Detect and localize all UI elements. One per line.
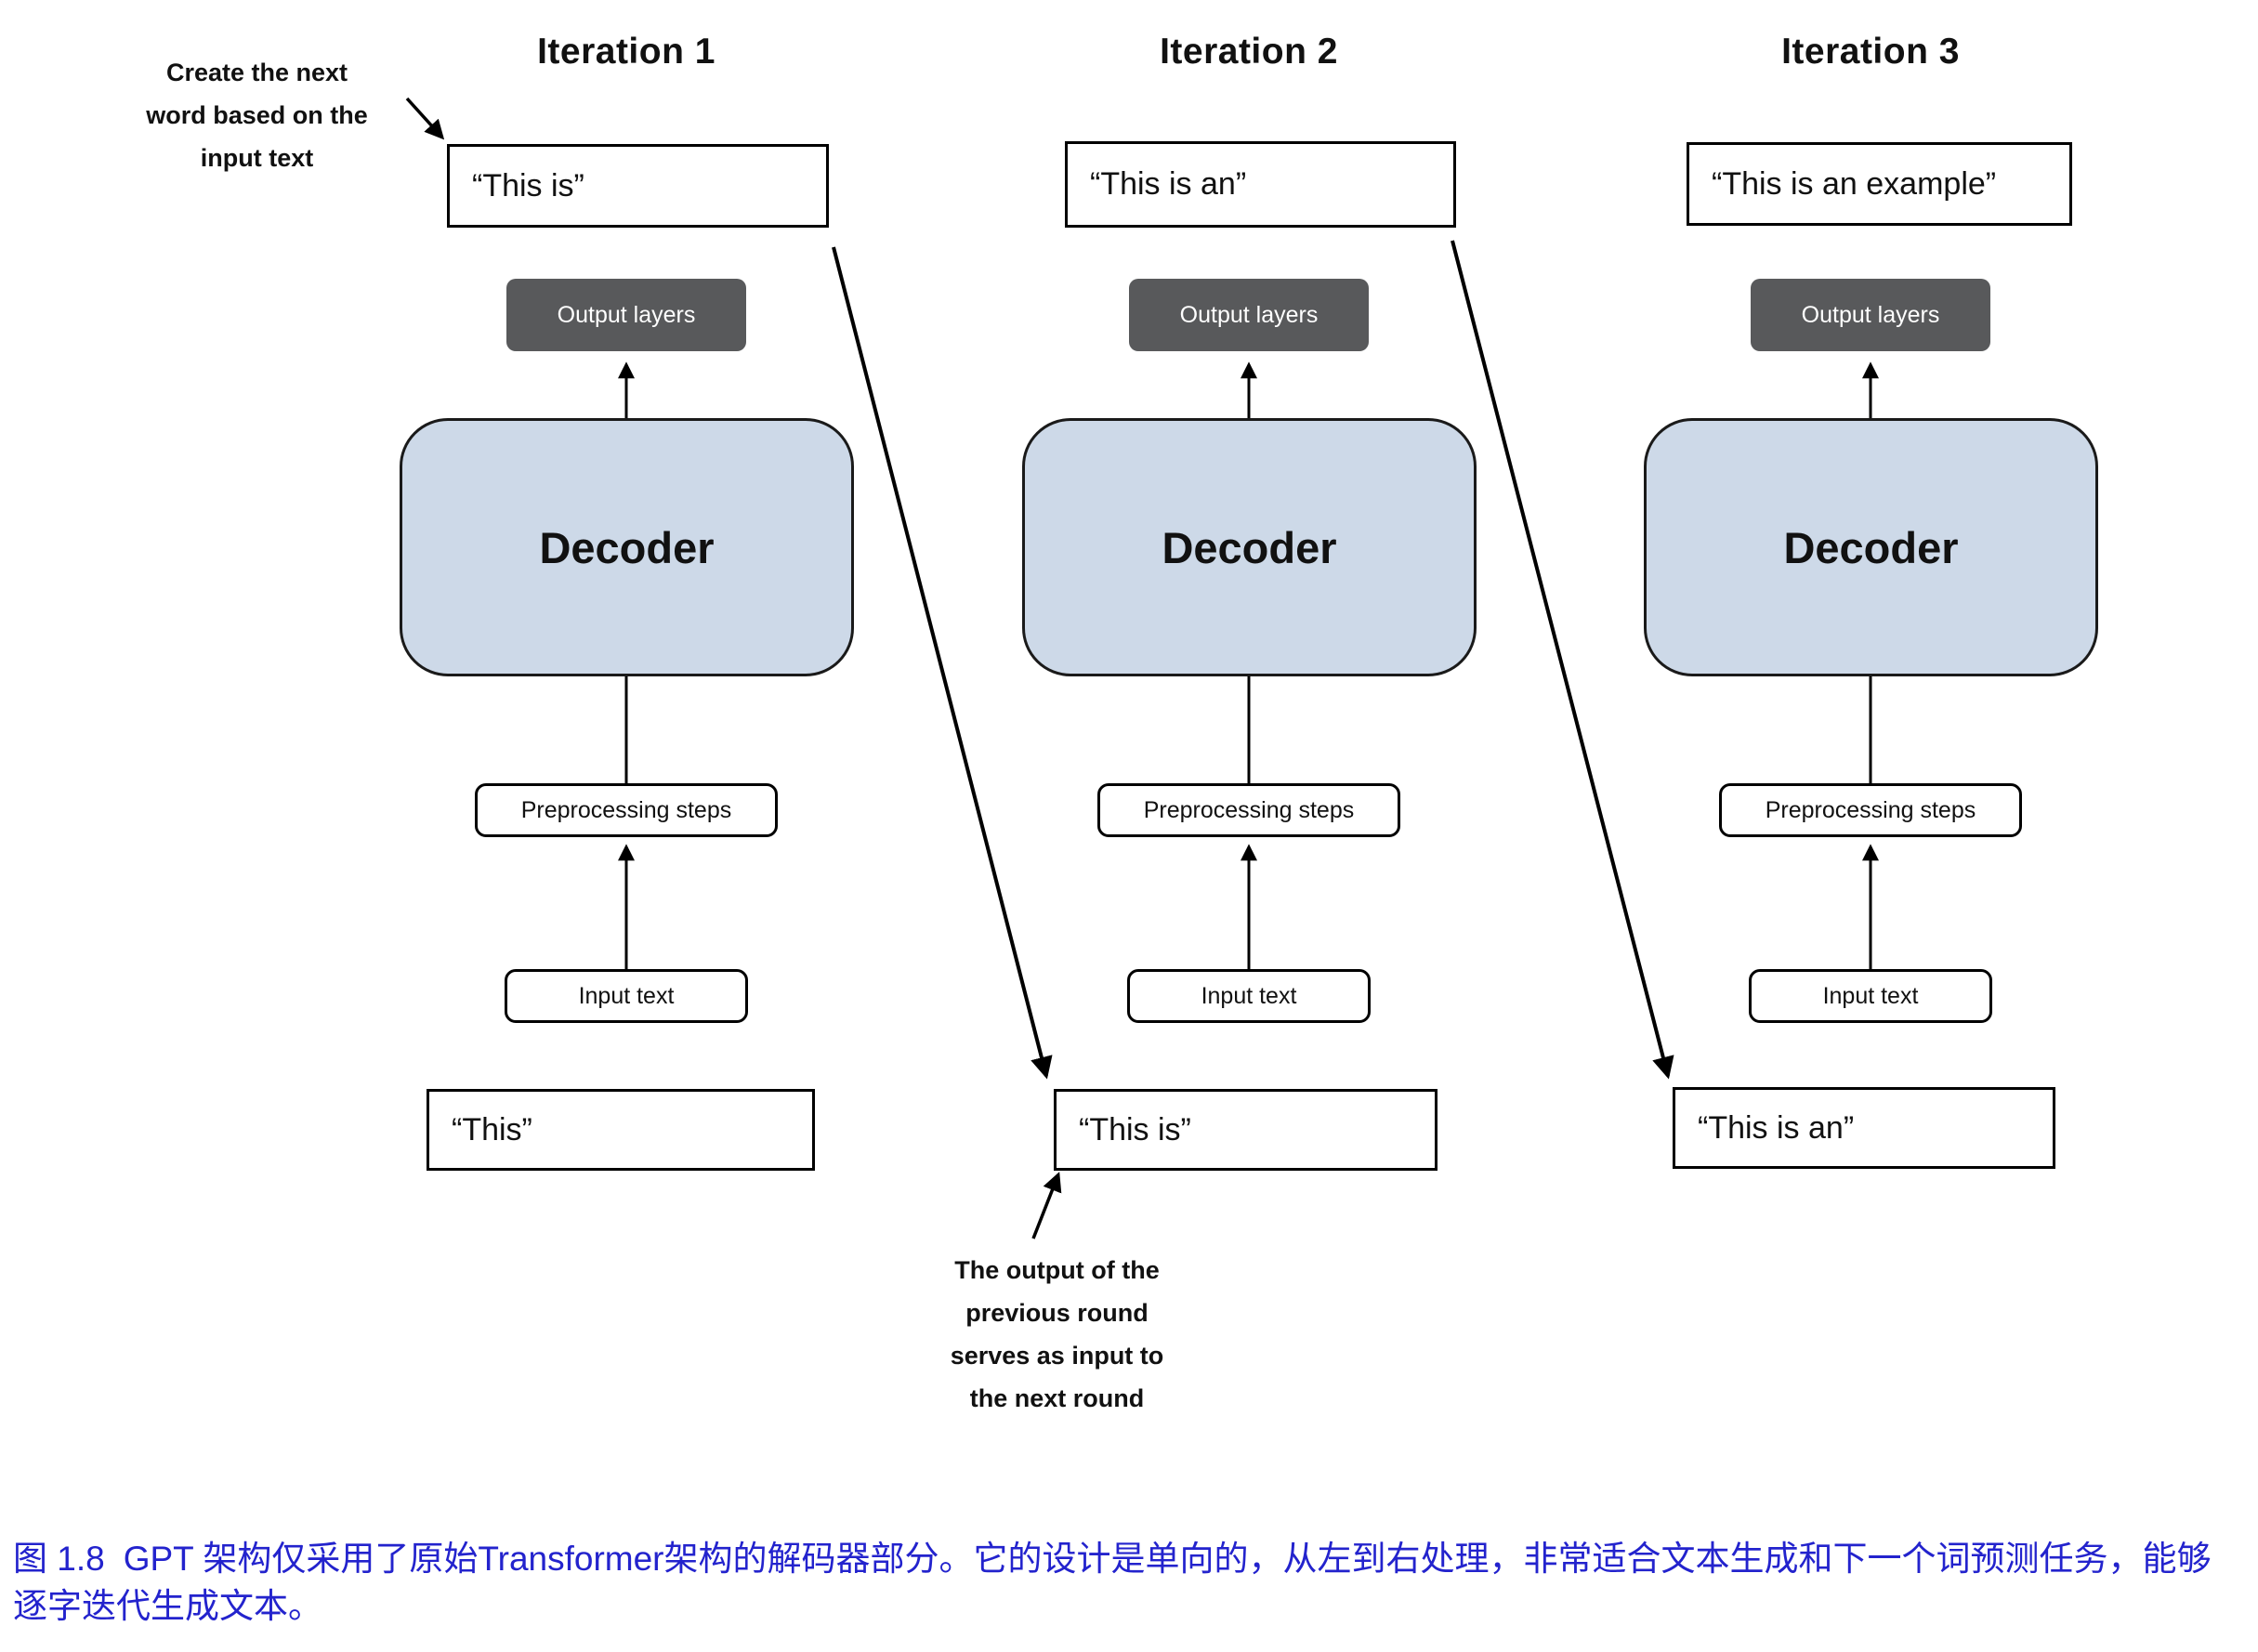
figure-caption-label: 图 1.8 bbox=[13, 1540, 105, 1578]
iteration-2-output-layers: Output layers bbox=[1129, 279, 1369, 351]
iteration-1-title: Iteration 1 bbox=[537, 32, 715, 72]
iteration-2-generated-text: “This is an” bbox=[1090, 166, 1247, 202]
iteration-1-decoder: Decoder bbox=[400, 418, 854, 676]
iteration-2-title: Iteration 2 bbox=[1160, 32, 1338, 72]
input-text-label: Input text bbox=[1822, 982, 1919, 1009]
iteration-3-input-string: “This is an” bbox=[1698, 1109, 1855, 1146]
input-text-label: Input text bbox=[1201, 982, 1297, 1009]
iteration-3-title: Iteration 3 bbox=[1781, 32, 1960, 72]
preprocessing-label: Preprocessing steps bbox=[1143, 796, 1355, 823]
output-layers-label: Output layers bbox=[1179, 301, 1319, 328]
iteration-3-generated-text: “This is an example” bbox=[1712, 165, 1997, 202]
iteration-3-decoder: Decoder bbox=[1644, 418, 2098, 676]
iteration-3-input-string-box: “This is an” bbox=[1673, 1087, 2055, 1169]
output-layers-label: Output layers bbox=[557, 301, 696, 328]
iteration-2-input-string-box: “This is” bbox=[1054, 1089, 1438, 1171]
arrow-annotation-previous-round bbox=[1031, 1172, 1062, 1239]
iteration-2-input-string: “This is” bbox=[1079, 1111, 1191, 1147]
iteration-3-preprocessing-steps: Preprocessing steps bbox=[1719, 783, 2022, 837]
iteration-1-generated-text: “This is” bbox=[472, 167, 584, 203]
decoder-label: Decoder bbox=[1162, 522, 1337, 572]
iteration-3-output-layers: Output layers bbox=[1751, 279, 1990, 351]
iteration-3-generated-text-box: “This is an example” bbox=[1687, 142, 2072, 226]
arrow-annotation-create-next-word bbox=[405, 97, 445, 140]
iteration-2-preprocessing-steps: Preprocessing steps bbox=[1097, 783, 1400, 837]
iteration-1-generated-text-box: “This is” bbox=[447, 144, 829, 228]
arrow-output1-to-input2 bbox=[832, 246, 1053, 1080]
decoder-label: Decoder bbox=[1783, 522, 1959, 572]
iteration-2-decoder: Decoder bbox=[1022, 418, 1477, 676]
decoder-label: Decoder bbox=[539, 522, 715, 572]
output-layers-label: Output layers bbox=[1801, 301, 1940, 328]
iteration-1-output-layers: Output layers bbox=[506, 279, 746, 351]
input-text-label: Input text bbox=[578, 982, 675, 1009]
arrow-output2-to-input3 bbox=[1451, 240, 1674, 1080]
iteration-2-generated-text-box: “This is an” bbox=[1065, 141, 1456, 228]
iteration-1-input-string-box: “This” bbox=[427, 1089, 815, 1171]
iteration-1-input-text-box: Input text bbox=[505, 969, 748, 1023]
iteration-2-input-text-box: Input text bbox=[1127, 969, 1371, 1023]
annotation-create-next-word: Create the next word based on the input … bbox=[146, 59, 368, 172]
preprocessing-label: Preprocessing steps bbox=[520, 796, 732, 823]
iteration-1-input-string: “This” bbox=[452, 1111, 532, 1147]
iteration-3-input-text-box: Input text bbox=[1749, 969, 1992, 1023]
preprocessing-label: Preprocessing steps bbox=[1765, 796, 1976, 823]
annotation-previous-round: The output of the previous round serves … bbox=[950, 1256, 1164, 1412]
figure-caption-text: GPT 架构仅采用了原始Transformer架构的解码器部分。它的设计是单向的… bbox=[13, 1540, 2212, 1626]
iteration-1-preprocessing-steps: Preprocessing steps bbox=[475, 783, 778, 837]
